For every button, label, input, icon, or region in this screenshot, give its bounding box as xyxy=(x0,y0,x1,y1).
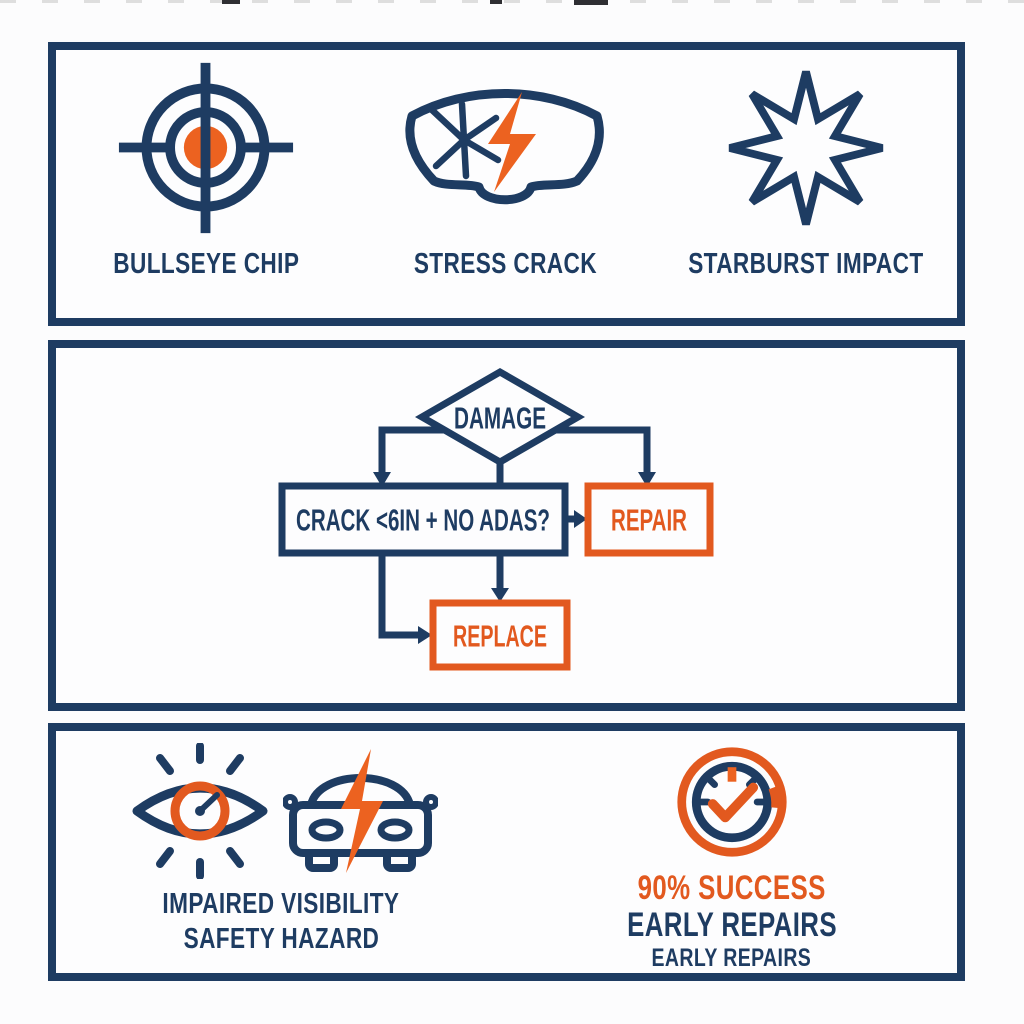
car-lightning-icon xyxy=(281,743,439,884)
panel-damage-types: BULLSEYE CHIP STRESS CRACK xyxy=(48,42,965,326)
eight-point-starburst-icon xyxy=(718,50,894,246)
outcome-success: 90% SUCCESS EARLY REPAIRS EARLY REPAIRS xyxy=(507,731,958,973)
replace-box xyxy=(429,599,571,671)
impaired-eye-icon xyxy=(125,741,275,884)
panel-decision-flowchart: DAMAGE CRACK <6IN + NO ADAS? REPAIR REPL… xyxy=(48,340,965,711)
damage-type-label: STRESS CRACK xyxy=(413,248,598,280)
condition-box xyxy=(278,482,569,557)
damage-type-stress-crack: STRESS CRACK xyxy=(356,50,656,318)
arrowhead-into-replace-left xyxy=(418,626,432,644)
connector-condition-to-replace-left xyxy=(378,553,419,639)
damage-type-bullseye-chip: BULLSEYE CHIP xyxy=(56,50,356,318)
top-edge-artifact xyxy=(222,0,240,4)
hazard-label-line1: IMPAIRED VISIBILITY xyxy=(162,888,400,920)
success-stat: 90% SUCCESS xyxy=(637,869,826,907)
arrowhead-into-repair-top xyxy=(638,472,656,487)
repair-box xyxy=(584,482,714,557)
panel-outcomes: IMPAIRED VISIBILITY SAFETY HAZARD xyxy=(48,723,965,981)
damage-type-label: STARBURST IMPACT xyxy=(688,248,924,280)
success-label-line2: EARLY REPAIRS xyxy=(651,944,812,972)
bullseye-target-icon xyxy=(115,50,297,246)
damage-type-label: BULLSEYE CHIP xyxy=(112,248,299,280)
condition-label: CRACK <6IN + NO ADAS? xyxy=(296,503,550,538)
cracked-windshield-lightning-icon xyxy=(392,50,618,246)
repair-label: REPAIR xyxy=(611,503,687,538)
success-label-line1: EARLY REPAIRS xyxy=(626,906,837,944)
decision-diamond xyxy=(414,367,586,467)
replace-label: REPLACE xyxy=(453,619,547,654)
decision-label: DAMAGE xyxy=(454,401,546,436)
hazard-label-line2: SAFETY HAZARD xyxy=(183,923,380,955)
top-edge-artifact-strip xyxy=(0,0,1024,3)
damage-type-starburst-impact: STARBURST IMPACT xyxy=(655,50,957,318)
flowchart-graphic: DAMAGE CRACK <6IN + NO ADAS? REPAIR REPL… xyxy=(278,367,714,671)
top-edge-artifact xyxy=(574,0,608,5)
arrowhead-into-replace-top xyxy=(491,588,509,602)
outcome-hazard: IMPAIRED VISIBILITY SAFETY HAZARD xyxy=(56,731,507,973)
arrowhead-into-condition xyxy=(373,472,391,487)
connector-damage-to-condition xyxy=(378,426,445,473)
gauge-checkmark-icon xyxy=(674,744,790,865)
connector-damage-to-repair xyxy=(555,426,651,473)
arrowhead-into-repair-left xyxy=(574,510,587,528)
top-edge-artifact xyxy=(490,0,502,4)
